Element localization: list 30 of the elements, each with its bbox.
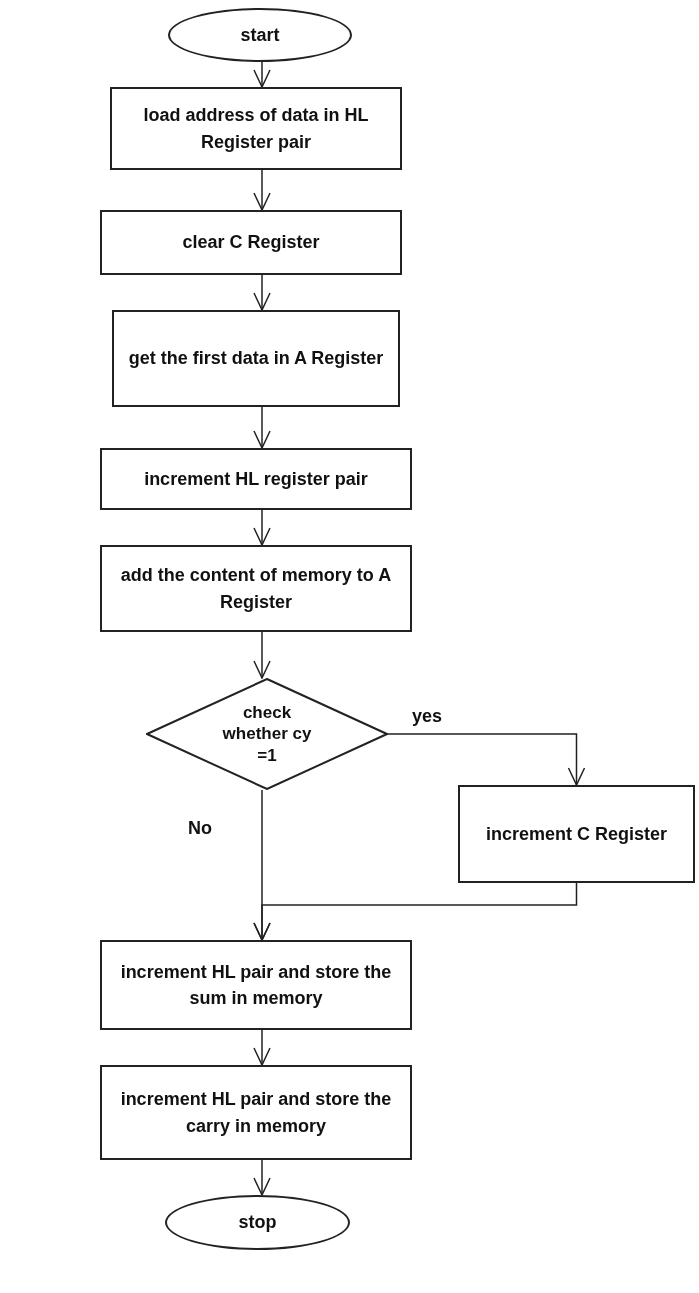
process-box bbox=[100, 940, 412, 1030]
arrow bbox=[253, 631, 271, 679]
process-box bbox=[458, 785, 695, 883]
arrow bbox=[253, 882, 578, 941]
node-label: start bbox=[239, 23, 281, 47]
process-box bbox=[112, 310, 400, 407]
arrow bbox=[253, 169, 271, 211]
node-label: increment HL pair and store the sum in memory bbox=[119, 960, 393, 1010]
process-box bbox=[100, 448, 412, 510]
node-label: increment HL register pair bbox=[143, 467, 369, 491]
arrow bbox=[387, 733, 586, 786]
process-box bbox=[100, 210, 402, 275]
arrow bbox=[253, 274, 271, 311]
node-label: stop bbox=[237, 1211, 278, 1235]
arrow bbox=[253, 61, 271, 88]
node-label: get the first data in A Register bbox=[127, 347, 385, 371]
arrow bbox=[253, 509, 271, 546]
node-label: load address of data in HL Register pair bbox=[142, 104, 370, 154]
arrow bbox=[253, 406, 271, 449]
node-label: add the content of memory to A Register bbox=[119, 564, 393, 614]
node-label: increment HL pair and store the carry in memory bbox=[119, 1088, 393, 1138]
arrow bbox=[253, 1029, 271, 1066]
process-box bbox=[100, 1065, 412, 1160]
decision-diamond bbox=[146, 678, 388, 790]
process-box bbox=[100, 545, 412, 632]
node-label: clear C Register bbox=[181, 231, 321, 255]
process-box bbox=[110, 87, 402, 170]
node-label: increment C Register bbox=[484, 822, 669, 846]
arrow bbox=[253, 1159, 271, 1196]
node-label: check whether cy =1 bbox=[221, 702, 313, 766]
